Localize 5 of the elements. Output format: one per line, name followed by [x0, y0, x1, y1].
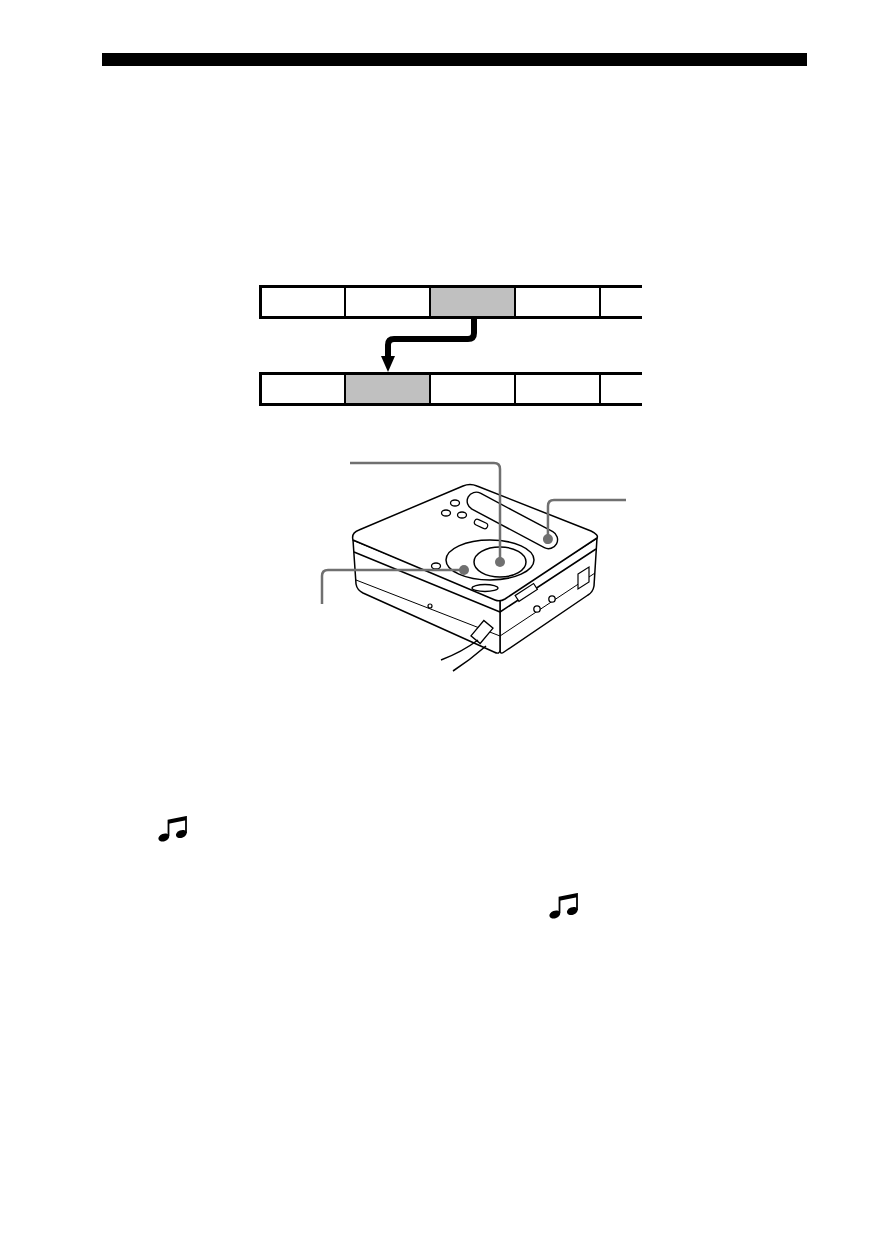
- leader-line: [542, 498, 626, 545]
- leader-line: [350, 461, 505, 567]
- arrow: [381, 319, 477, 372]
- leader-line: [320, 565, 469, 604]
- center-button: [473, 546, 527, 578]
